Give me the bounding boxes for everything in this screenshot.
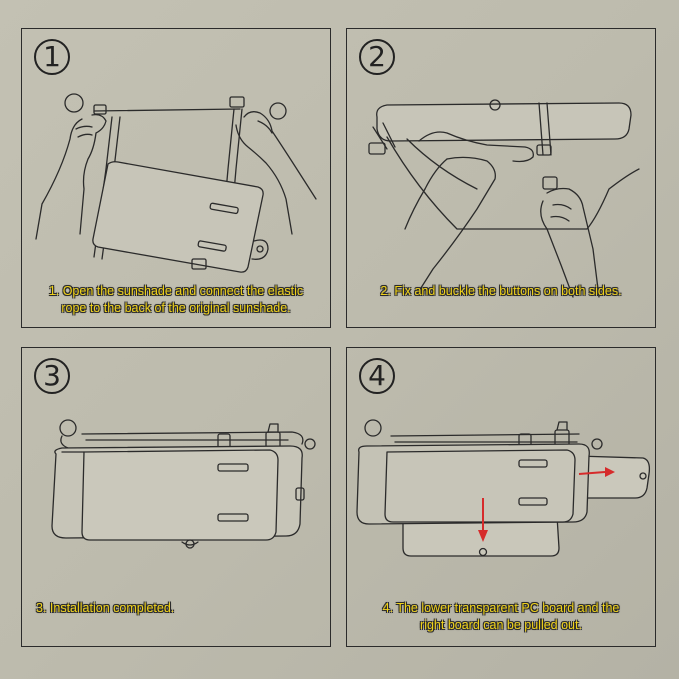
caption-line: 3. Installation completed. <box>36 601 175 615</box>
step-2-panel: 2 2. Fix and buckle the buttons on both … <box>346 28 656 328</box>
caption-line: right board can be pulled out. <box>420 618 582 632</box>
step-3-illustration <box>51 419 316 549</box>
step-number-badge: 4 <box>359 358 395 394</box>
step-number-badge: 1 <box>34 39 70 75</box>
step-3-panel: 3 3. Installation completed. <box>21 347 331 647</box>
step-2-illustration <box>368 99 640 298</box>
caption-line: 4. The lower transparent PC board and th… <box>382 601 620 615</box>
step-1-caption: 1. Open the sunshade and connect the ela… <box>22 283 330 317</box>
step-4-panel: 4 4. The lower transparent PC board and … <box>346 347 656 647</box>
step-1-panel: 1 1. Open the sunshade and connect the e… <box>21 28 331 328</box>
step-1-illustration <box>35 93 317 273</box>
step-number-badge: 3 <box>34 358 70 394</box>
caption-line: rope to the back of the original sunshad… <box>61 301 291 315</box>
step-4-illustration <box>356 419 651 557</box>
step-number-badge: 2 <box>359 39 395 75</box>
step-4-caption: 4. The lower transparent PC board and th… <box>347 600 655 634</box>
caption-line: 2. Fix and buckle the buttons on both si… <box>380 284 622 298</box>
step-3-caption: 3. Installation completed. <box>22 600 330 617</box>
caption-line: 1. Open the sunshade and connect the ela… <box>48 284 304 298</box>
step-2-caption: 2. Fix and buckle the buttons on both si… <box>347 283 655 300</box>
